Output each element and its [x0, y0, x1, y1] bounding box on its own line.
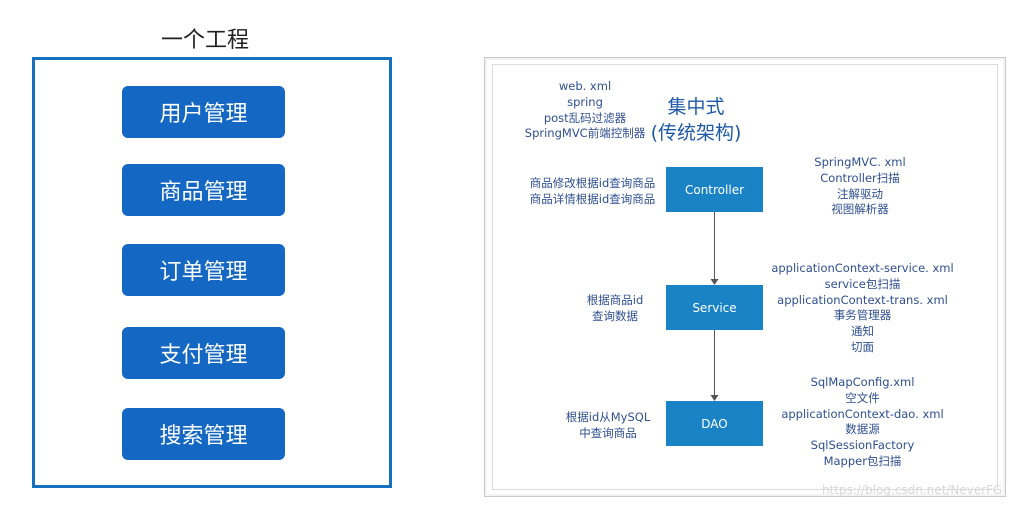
controller-node: Controller [666, 167, 763, 212]
note-line: Mapper包扫描 [823, 453, 902, 468]
module-user-management: 用户管理 [122, 86, 285, 138]
dao-right-notes: SqlMapConfig.xml 空文件 applicationContext-… [775, 375, 950, 470]
module-order-management: 订单管理 [122, 244, 285, 296]
architecture-inner-frame [492, 64, 998, 490]
note-line: 商品修改根据id查询商品 [529, 176, 656, 190]
service-right-notes: applicationContext-service. xml service包… [770, 261, 955, 356]
module-search-management: 搜索管理 [122, 408, 285, 460]
note-line: 空文件 [845, 390, 880, 405]
note-line: applicationContext-service. xml [771, 261, 954, 275]
controller-left-notes: 商品修改根据id查询商品 商品详情根据id查询商品 [515, 176, 670, 208]
note-line: 通知 [851, 324, 874, 339]
note-line: applicationContext-dao. xml [781, 406, 944, 421]
note-line: SpringMVC前端控制器 [524, 126, 646, 141]
note-line: 查询数据 [592, 308, 638, 323]
module-payment-management: 支付管理 [122, 327, 285, 379]
service-node: Service [666, 285, 763, 330]
note-line: service包扫描 [824, 276, 901, 291]
project-title: 一个工程 [160, 28, 249, 53]
dao-left-notes: 根据id从MySQL 中查询商品 [553, 410, 663, 442]
project-frame [32, 57, 392, 488]
central-subtitle: (传统架构) [650, 122, 742, 144]
note-line: Controller扫描 [820, 170, 900, 185]
note-line: SqlSessionFactory [810, 438, 915, 453]
note-line: applicationContext-trans. xml [777, 292, 948, 307]
watermark: https://blog.csdn.net/NeverFG [822, 483, 1003, 497]
note-line: web. xml [558, 79, 612, 93]
flow-arrows [710, 212, 719, 401]
note-line: 切面 [851, 339, 874, 354]
config-top-notes: web. xml spring post乱码过滤器 SpringMVC前端控制器 [515, 79, 655, 142]
note-line: 视图解析器 [831, 202, 889, 217]
arrowhead-dao [710, 395, 719, 401]
note-line: post乱码过滤器 [543, 110, 627, 125]
note-line: SqlMapConfig.xml [810, 375, 915, 389]
arrowhead-service [710, 279, 719, 285]
note-line: 事务管理器 [833, 308, 892, 323]
note-line: 数据源 [845, 422, 880, 437]
note-line: SpringMVC. xml [814, 155, 906, 169]
note-line: 商品详情根据id查询商品 [529, 191, 656, 206]
dao-node: DAO [666, 401, 763, 446]
note-line: spring [567, 94, 603, 109]
service-left-notes: 根据商品id 查询数据 [575, 293, 655, 325]
note-line: 根据id从MySQL [565, 410, 651, 424]
central-title-block: 集中式 (传统架构) [636, 94, 756, 146]
note-line: 中查询商品 [579, 425, 637, 440]
central-title: 集中式 [667, 96, 725, 118]
note-line: 注解驱动 [837, 186, 883, 201]
module-product-management: 商品管理 [122, 164, 285, 216]
note-line: 根据商品id [586, 293, 644, 307]
controller-right-notes: SpringMVC. xml Controller扫描 注解驱动 视图解析器 [795, 155, 925, 218]
